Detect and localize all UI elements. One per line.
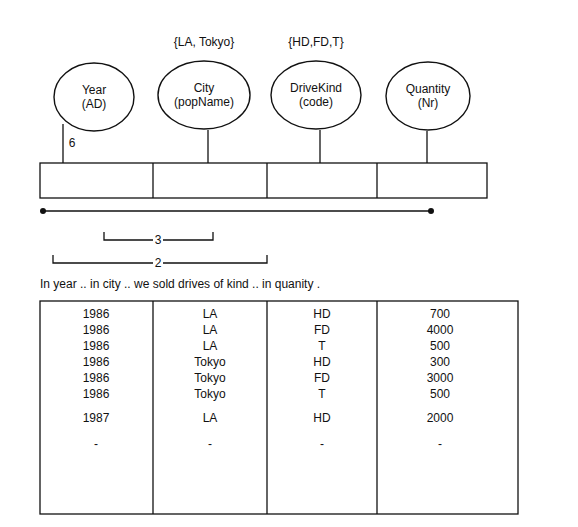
table-cell: 1986: [83, 307, 110, 321]
table-cell: 1986: [83, 387, 110, 401]
table-cell: 2000: [427, 411, 454, 425]
table-cell: Tokyo: [194, 387, 225, 401]
bar-end-dot: [40, 208, 46, 214]
role-divider: [376, 163, 377, 198]
table-cell: Tokyo: [194, 371, 225, 385]
table-cell: 1986: [83, 355, 110, 369]
object-type-ellipse: City(popName): [157, 60, 251, 130]
table-cell: 300: [430, 355, 450, 369]
table-cell: 1987: [83, 411, 110, 425]
bar-end-dot: [428, 208, 434, 214]
table-cell: LA: [203, 339, 218, 353]
table-cell: 500: [430, 339, 450, 353]
table-cell: FD: [314, 323, 330, 337]
table-frame: [40, 301, 518, 514]
table-cell: -: [208, 437, 212, 451]
table-cell: 4000: [427, 323, 454, 337]
table-cell: T: [318, 339, 325, 353]
table-cell: T: [318, 387, 325, 401]
table-cell: Tokyo: [194, 355, 225, 369]
table-cell: 3000: [427, 371, 454, 385]
value-constraint: {LA, Tokyo}: [174, 35, 235, 49]
type-name: Quantity: [406, 82, 451, 96]
role-link: [207, 130, 208, 163]
reference-mode: (code): [299, 95, 333, 109]
constraint-number: 2: [153, 256, 164, 270]
table-cell: HD: [313, 355, 330, 369]
type-name: DriveKind: [290, 81, 342, 95]
reference-mode: (AD): [82, 97, 107, 111]
table-cell: -: [94, 437, 98, 451]
role-link: [62, 124, 63, 163]
constraint-number: 6: [69, 136, 76, 150]
fact-sentence: In year .. in city .. we sold drives of …: [40, 277, 320, 291]
table-cell: LA: [203, 323, 218, 337]
reference-mode: (Nr): [418, 96, 439, 110]
role-box-row: [40, 163, 487, 198]
reference-mode: (popName): [174, 95, 234, 109]
table-cell: HD: [313, 307, 330, 321]
role-divider: [152, 163, 153, 198]
table-cell: 1986: [83, 339, 110, 353]
type-name: City: [194, 81, 215, 95]
table-cell: -: [320, 437, 324, 451]
object-type-ellipse: Year(AD): [53, 62, 135, 132]
table-cell: LA: [203, 307, 218, 321]
table-cell: LA: [203, 411, 218, 425]
table-cell: 1986: [83, 371, 110, 385]
table-cell: -: [438, 437, 442, 451]
type-name: Year: [82, 83, 106, 97]
table-cell: FD: [314, 371, 330, 385]
table-cell: HD: [313, 411, 330, 425]
table-divider: [376, 301, 377, 514]
object-type-ellipse: Quantity(Nr): [385, 61, 471, 131]
table-divider: [152, 301, 153, 514]
table-cell: 700: [430, 307, 450, 321]
uniqueness-bar: [44, 210, 430, 211]
constraint-number: 3: [153, 233, 164, 247]
table-cell: 1986: [83, 323, 110, 337]
role-divider: [266, 163, 267, 198]
role-link: [426, 131, 427, 163]
table-divider: [266, 301, 267, 514]
object-type-ellipse: DriveKind(code): [270, 60, 362, 130]
role-link: [319, 130, 320, 163]
table-cell: 500: [430, 387, 450, 401]
value-constraint: {HD,FD,T}: [288, 35, 343, 49]
